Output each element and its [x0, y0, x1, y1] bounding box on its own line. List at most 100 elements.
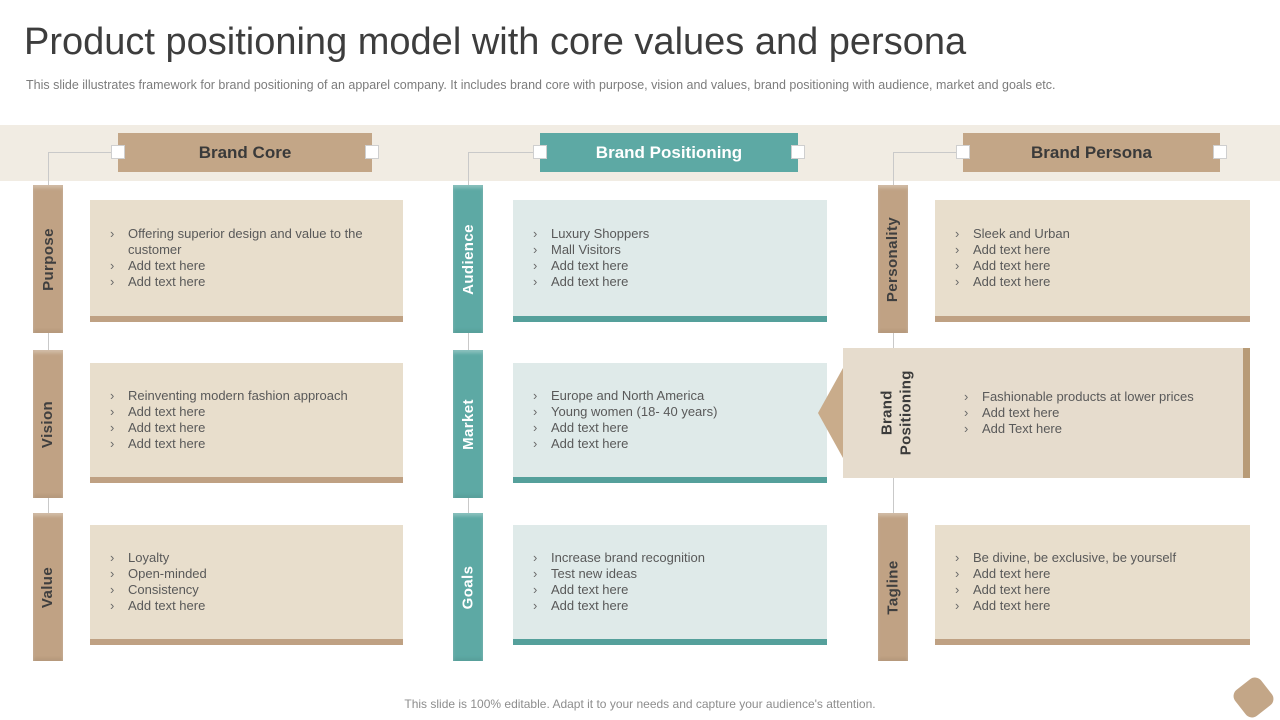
chevron-bullet-icon: ›: [955, 226, 960, 241]
connector-handle: [111, 145, 125, 159]
header-label: Brand Positioning: [595, 142, 743, 162]
chevron-bullet-icon: ›: [964, 405, 969, 420]
bullet-text: Add text here: [128, 420, 206, 435]
bullet-text: Add text here: [982, 405, 1060, 420]
tab-label: Vision: [39, 400, 57, 448]
bullet-text: Mall Visitors: [551, 242, 621, 257]
chevron-bullet-icon: ›: [955, 598, 960, 613]
chevron-bullet-icon: ›: [955, 550, 960, 565]
chevron-bullet-icon: ›: [110, 436, 115, 451]
bullet-text: Europe and North America: [551, 388, 705, 403]
chevron-bullet-icon: ›: [533, 404, 538, 419]
chevron-bullet-icon: ›: [110, 566, 115, 581]
chevron-bullet-icon: ›: [964, 421, 969, 436]
bullet-text: Add text here: [128, 258, 206, 273]
header-label: Brand Core: [198, 142, 292, 162]
tab-label: Value: [39, 566, 57, 608]
bullet-text: Sleek and Urban: [973, 226, 1070, 241]
tab-tagline: Tagline: [878, 513, 908, 661]
goals-content-box: › Increase brand recognition › Test new id…: [513, 525, 827, 645]
bullet-text: Add text here: [551, 258, 629, 273]
banner-right-bar: [1243, 348, 1250, 478]
bullet-text: Add text here: [551, 436, 629, 451]
chevron-bullet-icon: ›: [533, 420, 538, 435]
tab-label: Tagline: [884, 559, 902, 615]
tab-label: Goals: [459, 565, 477, 609]
chevron-bullet-icon: ›: [533, 274, 538, 289]
header-brand-positioning: Brand Positioning: [540, 133, 798, 172]
chevron-bullet-icon: ›: [955, 258, 960, 273]
bullet-text: Add text here: [128, 436, 206, 451]
bullet-text: Increase brand recognition: [551, 550, 705, 565]
bullet-text: Add text here: [973, 274, 1051, 289]
connector-handle: [1213, 145, 1227, 159]
bullet-text: Test new ideas: [551, 566, 637, 581]
footer-note: This slide is 100% editable. Adapt it to…: [404, 697, 876, 711]
connector-line: [48, 152, 118, 153]
bullet-text: Offering superior design and value to th…: [128, 226, 363, 257]
chevron-bullet-icon: ›: [110, 388, 115, 403]
vision-content-box: › Reinventing modern fashion approach › Ad…: [90, 363, 403, 483]
chevron-bullet-icon: ›: [110, 258, 115, 273]
chevron-bullet-icon: ›: [110, 420, 115, 435]
tagline-content-box: › Be divine, be exclusive, be yourself › A…: [935, 525, 1250, 645]
connector-line: [893, 152, 963, 153]
bullet-text: Young women (18- 40 years): [551, 404, 718, 419]
chevron-bullet-icon: ›: [955, 274, 960, 289]
value-content-box: ›Loyalty ›Open-minded ›Consistency ›Add …: [90, 525, 403, 645]
chevron-bullet-icon: ›: [533, 242, 538, 257]
bullet-text: Fashionable products at lower prices: [982, 389, 1194, 404]
bullet-text: Add text here: [128, 404, 206, 419]
bullet-text: Add Text here: [982, 421, 1062, 436]
chevron-bullet-icon: ›: [533, 226, 538, 241]
market-content-box: › Europe and North America › Young women (…: [513, 363, 827, 483]
chevron-bullet-icon: ›: [533, 388, 538, 403]
chevron-bullet-icon: ›: [533, 582, 538, 597]
chevron-bullet-icon: ›: [110, 274, 115, 289]
connector-handle: [533, 145, 547, 159]
page-title: Product positioning model with core valu…: [24, 21, 967, 63]
bullet-text: Add text here: [973, 242, 1051, 257]
chevron-bullet-icon: ›: [533, 436, 538, 451]
bullet-text: Add text here: [551, 598, 629, 613]
connector-line: [468, 152, 540, 153]
tab-vision: Vision: [33, 350, 63, 498]
bullet-text: Be divine, be exclusive, be yourself: [973, 550, 1177, 565]
bullet-text: Reinventing modern fashion approach: [128, 388, 348, 403]
bullet-text: Consistency: [128, 582, 199, 597]
bullet-text: Add text here: [551, 420, 629, 435]
bullet-text: Loyalty: [128, 550, 170, 565]
bullet-text: Add text here: [973, 598, 1051, 613]
brand-positioning-banner: Brand Positioning › Fashionable products …: [843, 348, 1250, 478]
chevron-bullet-icon: ›: [955, 566, 960, 581]
chevron-bullet-icon: ›: [533, 550, 538, 565]
arrow-left-icon: [818, 368, 843, 458]
chevron-bullet-icon: ›: [533, 598, 538, 613]
header-label: Brand Persona: [1031, 142, 1152, 162]
chevron-bullet-icon: ›: [955, 242, 960, 257]
bullet-text: Luxury Shoppers: [551, 226, 650, 241]
bullet-text: Open-minded: [128, 566, 207, 581]
bullet-text: Add text here: [128, 274, 206, 289]
bullet-text: Add text here: [973, 258, 1051, 273]
audience-content-box: › Luxury Shoppers › Mall Visitors › Add tex…: [513, 200, 827, 322]
tab-label: Purpose: [39, 227, 57, 291]
bullet-text: Add text here: [973, 582, 1051, 597]
header-brand-core: Brand Core: [118, 133, 372, 172]
chevron-bullet-icon: ›: [533, 258, 538, 273]
personality-content-box: › Sleek and Urban › Add text here › Add tex…: [935, 200, 1250, 322]
bullet-text: Add text here: [551, 582, 629, 597]
tab-label: Personality: [884, 216, 902, 302]
banner-vertical-label: Brand Positioning: [878, 370, 915, 456]
connector-handle: [956, 145, 970, 159]
bullet-text: Add text here: [128, 598, 206, 613]
chevron-bullet-icon: ›: [110, 598, 115, 613]
chevron-bullet-icon: ›: [110, 404, 115, 419]
tab-personality: Personality: [878, 185, 908, 333]
tab-goals: Goals: [453, 513, 483, 661]
purpose-content-box: › Offering superior design and value to t…: [90, 200, 403, 322]
decorative-diamond: [1230, 674, 1277, 720]
chevron-bullet-icon: ›: [110, 550, 115, 565]
chevron-bullet-icon: ›: [955, 582, 960, 597]
